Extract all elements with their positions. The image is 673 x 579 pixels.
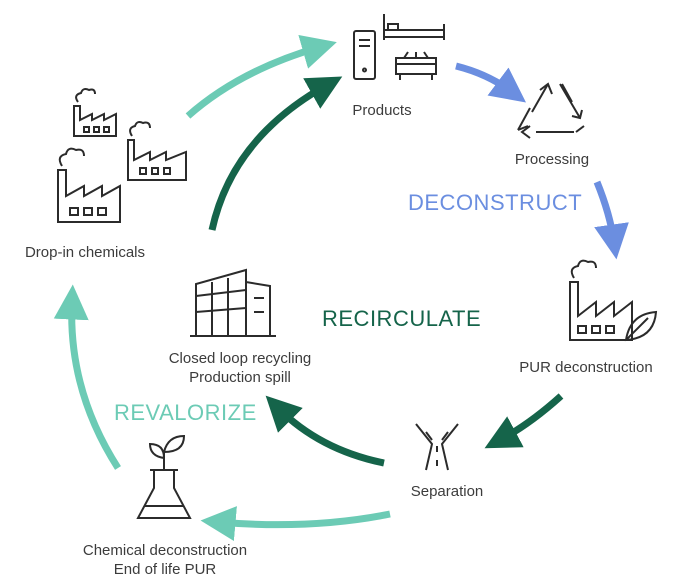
arrow-separation-to-chemical — [200, 506, 391, 541]
recirculate-phase-label: RECIRCULATE — [322, 306, 482, 331]
computer-tower-icon — [353, 30, 376, 80]
deconstruct-phase-label: DECONSTRUCT — [408, 190, 583, 215]
chemical-deconstruction-line2: End of life PUR — [113, 561, 217, 578]
arrow-closedloop-to-products — [208, 76, 343, 231]
closed-loop-line1: Closed loop recycling — [168, 350, 312, 367]
sofa-icon — [395, 51, 437, 80]
revalorize-phase-label: REVALORIZE — [114, 400, 257, 425]
closed-loop-line2: Production spill — [189, 369, 291, 386]
warehouse-icon — [190, 268, 276, 337]
processing-label: Processing — [514, 151, 590, 168]
split-road-icon — [415, 423, 459, 471]
recycle-icon — [517, 82, 585, 139]
chemical-deconstruction-label: Chemical deconstruction End of life PUR — [40, 541, 290, 579]
separation-label: Separation — [410, 483, 484, 500]
closed-loop-label: Closed loop recycling Production spill — [140, 349, 340, 387]
bed-icon — [383, 14, 445, 40]
arrow-chemical-to-dropin — [53, 284, 121, 470]
arrow-dropin-to-products — [185, 35, 337, 119]
pur-deconstruction-label: PUR deconstruction — [519, 359, 653, 376]
arrow-separation-to-closedloop — [265, 395, 385, 467]
arrow-pur-to-separation — [484, 393, 564, 449]
factory-cluster-icon — [57, 88, 187, 223]
factory-leaf-icon — [569, 259, 658, 342]
products-label: Products — [352, 102, 412, 119]
drop-in-chemicals-label: Drop-in chemicals — [24, 244, 146, 261]
arrow-processing-to-pur — [593, 180, 629, 260]
chemical-deconstruction-line1: Chemical deconstruction — [82, 542, 248, 559]
flask-plant-icon — [136, 434, 192, 519]
arrow-products-to-processing — [455, 62, 527, 103]
